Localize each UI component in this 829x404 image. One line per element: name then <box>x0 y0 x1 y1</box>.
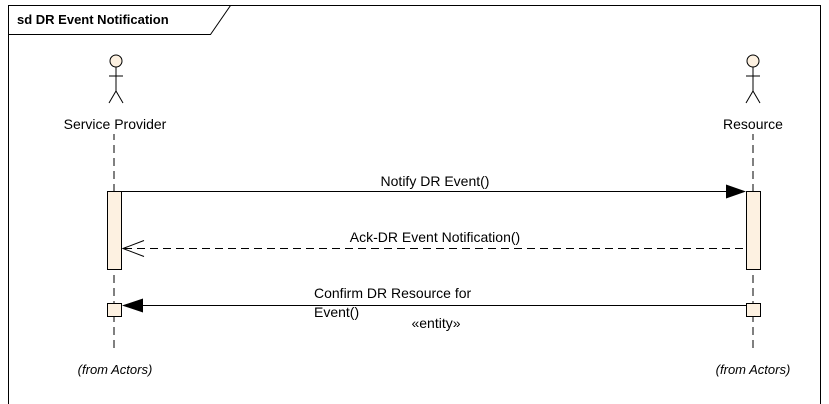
lifeline-name-resource: Resource <box>723 116 783 132</box>
message-label-line2: Event() <box>314 304 359 320</box>
message-label: Ack-DR Event Notification() <box>350 229 520 245</box>
activation-box-service-provider <box>107 303 122 317</box>
arrowhead-open <box>121 240 145 257</box>
message-label-line1: Confirm DR Resource for <box>314 285 471 301</box>
activation-bar-service-provider <box>107 191 122 270</box>
activation-bar-resource <box>746 191 761 270</box>
diagram-frame <box>8 5 821 404</box>
actor-service-provider <box>108 54 124 104</box>
actor-resource <box>745 54 761 104</box>
arrowhead-filled <box>122 298 143 313</box>
actor-icon <box>108 54 124 104</box>
actor-head <box>746 54 760 68</box>
frame-title-tab <box>8 5 232 35</box>
lifeline-name-service-provider: Service Provider <box>64 116 167 132</box>
message-ack-dr-event-notification: Ack-DR Event Notification() <box>121 229 746 257</box>
message-confirm-dr-resource: Confirm DR Resource for Event() «entity» <box>122 285 746 331</box>
actor-head <box>109 54 123 68</box>
frame-title: sd DR Event Notification <box>17 12 169 27</box>
actor-icon <box>745 54 761 104</box>
activation-box-resource <box>746 303 761 317</box>
lifeline-note-service-provider: (from Actors) <box>78 362 153 377</box>
message-label: Notify DR Event() <box>381 173 490 189</box>
arrowhead-filled <box>726 184 746 199</box>
message-notify-dr-event: Notify DR Event() <box>122 173 746 199</box>
lifeline-note-resource: (from Actors) <box>716 362 791 377</box>
message-stereotype: «entity» <box>411 315 460 331</box>
